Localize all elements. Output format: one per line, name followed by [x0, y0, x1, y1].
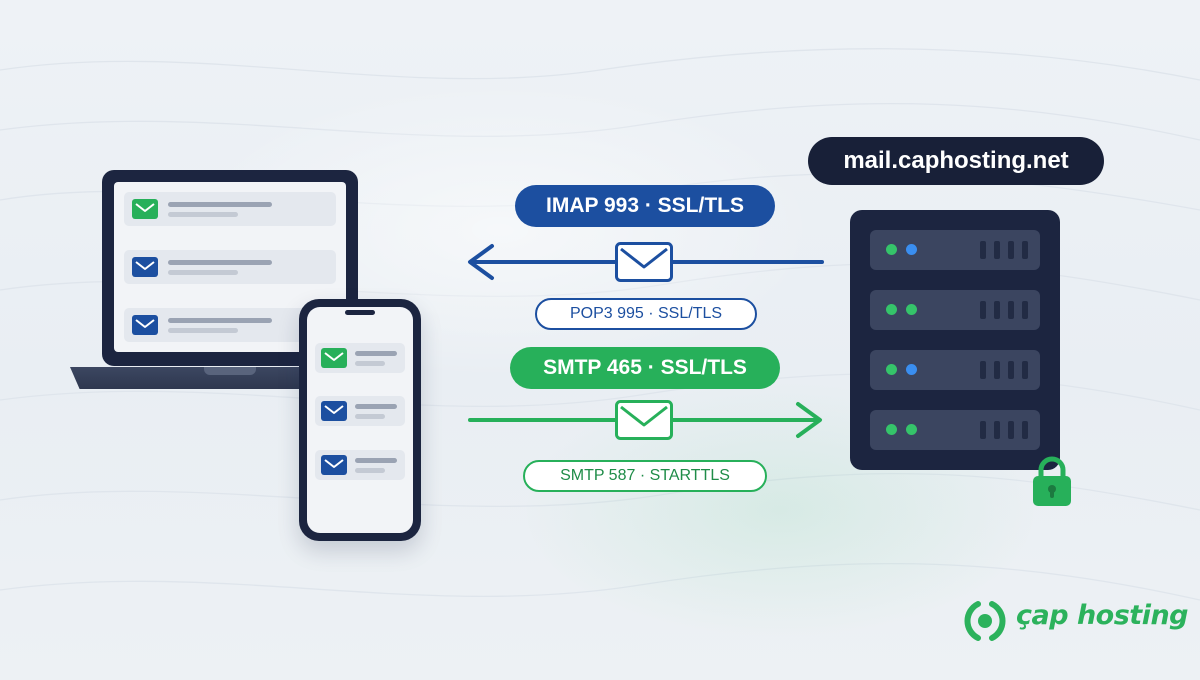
status-led: [886, 424, 897, 435]
mail-line: [168, 270, 238, 275]
status-led: [906, 244, 917, 255]
envelope-icon: [132, 315, 158, 335]
envelope-icon: [321, 348, 347, 368]
drive-slot: [1022, 241, 1028, 259]
server-rack: [870, 410, 1040, 450]
laptop-display: [114, 182, 346, 352]
mail-line: [355, 458, 397, 463]
phone-icon: [299, 299, 421, 541]
drive-slot: [994, 301, 1000, 319]
mail-line: [355, 468, 385, 473]
smtp-ssl-label: SMTP 465 · SSL/TLS: [510, 347, 780, 389]
mail-line: [168, 318, 272, 323]
drive-slot: [1022, 301, 1028, 319]
drive-slot: [980, 301, 986, 319]
status-led: [906, 424, 917, 435]
server-icon: [850, 210, 1060, 470]
drive-slot: [1008, 241, 1014, 259]
status-led: [886, 364, 897, 375]
drive-slot: [1008, 361, 1014, 379]
brand-logo-icon: [964, 601, 1006, 641]
mail-line: [355, 414, 385, 419]
mail-line: [168, 212, 238, 217]
list-item: [315, 396, 405, 426]
drive-slot: [994, 361, 1000, 379]
status-led: [886, 244, 897, 255]
status-led: [886, 304, 897, 315]
list-item: [124, 192, 336, 226]
drive-slot: [980, 421, 986, 439]
envelope-icon: [615, 400, 673, 440]
list-item: [124, 250, 336, 284]
pop3-label: POP3 995 · SSL/TLS: [535, 298, 757, 330]
mail-line: [355, 351, 397, 356]
envelope-icon: [132, 257, 158, 277]
phone-display: [307, 307, 413, 533]
envelope-icon: [321, 401, 347, 421]
laptop-notch: [204, 367, 256, 375]
drive-slot: [994, 241, 1000, 259]
brand-name: çap hosting: [1016, 600, 1189, 631]
drive-slot: [994, 421, 1000, 439]
list-item: [315, 343, 405, 373]
drive-slot: [1022, 361, 1028, 379]
laptop-icon: [102, 170, 358, 366]
drive-slot: [980, 361, 986, 379]
drive-slot: [980, 241, 986, 259]
smtp-starttls-label: SMTP 587 · STARTTLS: [523, 460, 767, 492]
drive-slot: [1008, 301, 1014, 319]
imap-label: IMAP 993 · SSL/TLS: [515, 185, 775, 227]
mail-line: [355, 361, 385, 366]
server-rack: [870, 290, 1040, 330]
mail-line: [168, 202, 272, 207]
status-led: [906, 364, 917, 375]
status-led: [906, 304, 917, 315]
mail-line: [168, 260, 272, 265]
envelope-icon: [132, 199, 158, 219]
envelope-icon: [321, 455, 347, 475]
server-hostname: mail.caphosting.net: [808, 137, 1104, 185]
phone-speaker: [345, 310, 375, 315]
envelope-icon: [615, 242, 673, 282]
mail-line: [355, 404, 397, 409]
server-rack: [870, 230, 1040, 270]
mail-line: [168, 328, 238, 333]
drive-slot: [1008, 421, 1014, 439]
drive-slot: [1022, 421, 1028, 439]
lock-icon: [1031, 456, 1073, 508]
server-rack: [870, 350, 1040, 390]
list-item: [315, 450, 405, 480]
